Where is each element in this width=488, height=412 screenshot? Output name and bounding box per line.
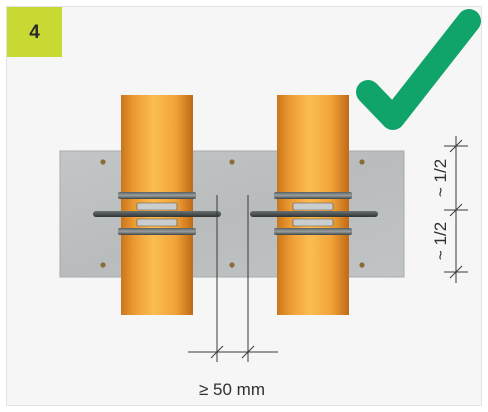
lower-half-label: ~ 1/2 (431, 222, 450, 260)
upper-half-label: ~ 1/2 (431, 159, 450, 197)
pipe-clamp-left (93, 192, 221, 235)
height-dimension (444, 136, 468, 283)
pipe-clamp-right (250, 192, 378, 235)
checkmark-icon (356, 9, 481, 130)
step-badge: 4 (7, 7, 62, 57)
plate-screws (100, 159, 365, 268)
gap-dimension-label: ≥ 50 mm (199, 380, 265, 399)
step-number: 4 (29, 22, 40, 43)
gap-dimension (188, 195, 278, 362)
